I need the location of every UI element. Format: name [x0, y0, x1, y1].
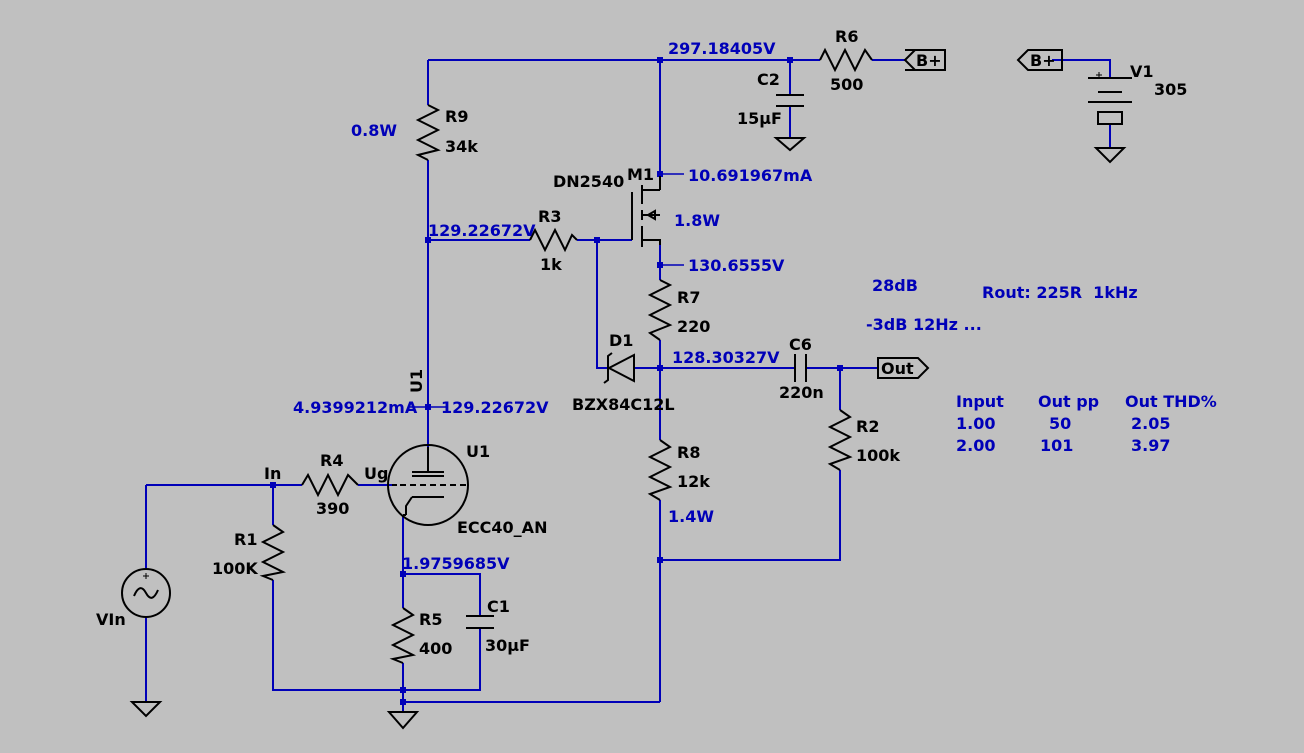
m1-value: DN2540	[553, 172, 624, 191]
ground-main	[386, 711, 420, 730]
r7-ref: R7	[677, 288, 700, 307]
m1-ref: M1	[627, 165, 654, 184]
c2-value: 15µF	[737, 109, 782, 128]
ground-c2	[773, 137, 807, 152]
r6-ref: R6	[835, 27, 858, 46]
u1-rotated-label: U1	[407, 369, 426, 393]
u1-ref: U1	[466, 442, 490, 461]
resistor-r7[interactable]: R7 220	[647, 279, 710, 341]
r9-ref: R9	[445, 107, 468, 126]
c6-ref: C6	[789, 335, 812, 354]
note-rout: Rout: 225R 1kHz	[982, 283, 1138, 302]
r1-ref: R1	[234, 530, 257, 549]
ground-symbols	[129, 137, 1127, 730]
v1-ref: V1	[1130, 62, 1154, 81]
op-v-plate: 129.22672V	[441, 398, 549, 417]
capacitor-c1[interactable]: C1 30µF	[466, 597, 530, 655]
r7-value: 220	[677, 317, 710, 336]
r1-value: 100K	[212, 559, 258, 578]
operating-point-annotations: 297.18405V 0.8W 10.691967mA 1.8W 129.226…	[293, 39, 813, 573]
op-i-m1: 10.691967mA	[688, 166, 813, 185]
op-p-m1: 1.8W	[674, 211, 720, 230]
results-table: Input Out pp Out THD% 1.00 50 2.05 2.00 …	[956, 392, 1217, 455]
u1-value: ECC40_AN	[457, 518, 547, 537]
op-p-r9: 0.8W	[351, 121, 397, 140]
r2-value: 100k	[856, 446, 900, 465]
r2-ref: R2	[856, 417, 879, 436]
r8-value: 12k	[677, 472, 710, 491]
design-notes: 28dB Rout: 225R 1kHz -3dB 12Hz ...	[866, 276, 1138, 334]
zener-diode-d1[interactable]: D1 BZX84C12L	[572, 331, 675, 414]
r5-ref: R5	[419, 610, 442, 629]
bplus-right-text: B+	[916, 51, 942, 70]
r4-ref: R4	[320, 451, 343, 470]
op-i-u1: 4.9399212mA	[293, 398, 418, 417]
vin-label: VIn	[96, 610, 126, 629]
resistor-r2[interactable]: R2 100k	[827, 409, 900, 471]
d1-ref: D1	[609, 331, 633, 350]
r4-value: 390	[316, 499, 349, 518]
table-cell: 101	[1040, 436, 1073, 455]
resistor-r6[interactable]: R6 500	[819, 27, 873, 94]
resistor-r8[interactable]: R8 12k	[647, 439, 710, 501]
table-cell: 2.05	[1131, 414, 1170, 433]
r9-value: 34k	[445, 137, 478, 156]
netlabel-bplus-right[interactable]: B+	[903, 49, 946, 71]
voltage-source-v1[interactable]: V1 305	[1088, 62, 1187, 125]
r6-value: 500	[830, 75, 863, 94]
r8-ref: R8	[677, 443, 700, 462]
ground-vin	[129, 701, 163, 718]
table-header-out-pp: Out pp	[1038, 392, 1099, 411]
note-gain: 28dB	[872, 276, 918, 295]
c1-ref: C1	[487, 597, 510, 616]
op-v-zener: 128.30327V	[672, 348, 780, 367]
d1-value: BZX84C12L	[572, 395, 675, 414]
signal-source-vin[interactable]: VIn	[96, 568, 171, 629]
table-header-thd: Out THD%	[1125, 392, 1217, 411]
ground-v1	[1093, 147, 1127, 164]
netlabel-bplus-left[interactable]: B+	[1016, 49, 1063, 71]
capacitor-c2[interactable]: C2 15µF	[737, 70, 804, 128]
mosfet-m1[interactable]: M1 DN2540	[553, 165, 661, 247]
table-cell: 50	[1049, 414, 1071, 433]
table-cell: 1.00	[956, 414, 995, 433]
table-header-input: Input	[956, 392, 1004, 411]
resistor-r1[interactable]: R1 100K	[212, 524, 287, 581]
wires	[145, 59, 1111, 712]
r5-value: 400	[419, 639, 452, 658]
capacitor-c6[interactable]: C6 220n	[779, 335, 824, 402]
c6-value: 220n	[779, 383, 824, 402]
note-bandwidth: -3dB 12Hz ...	[866, 315, 982, 334]
junctions	[270, 57, 843, 705]
op-v-source: 130.6555V	[688, 256, 785, 275]
resistor-r3[interactable]: R3 1k	[529, 207, 578, 274]
bplus-left-text: B+	[1030, 51, 1056, 70]
netlabel-out[interactable]: Out	[877, 357, 930, 379]
op-v-r3: 129.22672V	[428, 221, 536, 240]
resistor-r9[interactable]: R9 34k	[415, 104, 478, 161]
c1-value: 30µF	[485, 636, 530, 655]
r3-ref: R3	[538, 207, 561, 226]
table-cell: 3.97	[1131, 436, 1170, 455]
out-text: Out	[881, 359, 914, 378]
table-cell: 2.00	[956, 436, 995, 455]
net-in-label: In	[264, 464, 281, 483]
op-v-top: 297.18405V	[668, 39, 776, 58]
resistor-r4[interactable]: R4 390	[301, 451, 359, 518]
op-p-r8: 1.4W	[668, 507, 714, 526]
v1-value: 305	[1154, 80, 1187, 99]
net-ug-label: Ug	[364, 464, 388, 483]
resistor-r5[interactable]: R5 400	[389, 607, 452, 664]
triode-u1[interactable]: U1 ECC40_AN U1	[387, 369, 547, 537]
c2-ref: C2	[757, 70, 780, 89]
r3-value: 1k	[540, 255, 562, 274]
op-v-cathode: 1.9759685V	[402, 554, 510, 573]
